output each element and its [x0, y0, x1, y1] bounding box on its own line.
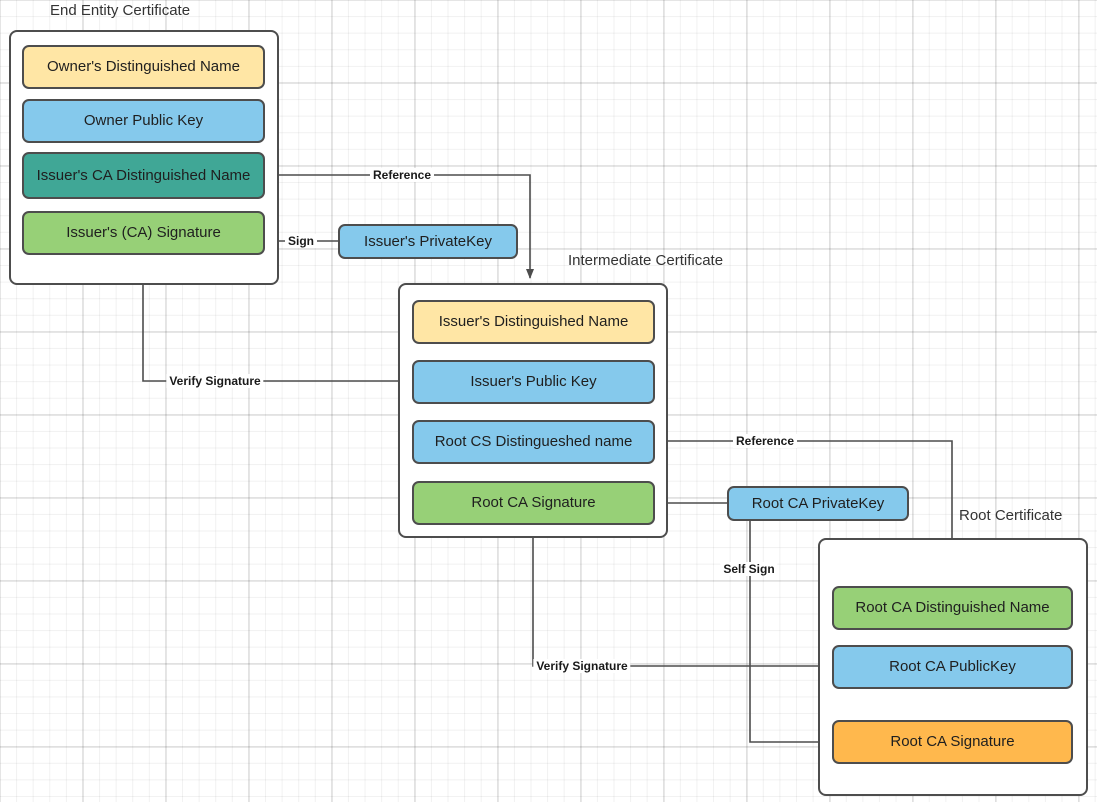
field-owner-distinguished-name[interactable]: Owner's Distinguished Name [22, 45, 265, 89]
field-issuer-ca-signature[interactable]: Issuer's (CA) Signature [22, 211, 265, 255]
field-issuers-distinguished-name[interactable]: Issuer's Distinguished Name [412, 300, 655, 344]
key-issuers-private-key[interactable]: Issuer's PrivateKey [338, 224, 518, 259]
edge-verify-signature-bottom [529, 527, 832, 667]
field-root-ca-signature-root[interactable]: Root CA Signature [832, 720, 1073, 764]
edge-label-self-sign: Self Sign [720, 562, 778, 576]
field-label: Owner Public Key [83, 112, 204, 129]
field-issuer-ca-distinguished-name[interactable]: Issuer's CA Distinguished Name [22, 152, 265, 199]
field-label: Issuer's Distinguished Name [438, 313, 629, 330]
key-root-ca-private-key[interactable]: Root CA PrivateKey [727, 486, 909, 521]
field-issuers-public-key[interactable]: Issuer's Public Key [412, 360, 655, 404]
field-label: Issuer's Public Key [470, 373, 597, 390]
edge-label-verify-signature-bottom: Verify Signature [533, 659, 631, 673]
field-root-ca-signature-intermediate[interactable]: Root CA Signature [412, 481, 655, 525]
field-label: Root CA Distinguished Name [855, 599, 1050, 616]
field-root-ca-public-key[interactable]: Root CA PublicKey [832, 645, 1073, 689]
key-label: Root CA PrivateKey [751, 494, 885, 512]
edge-label-reference-bottom: Reference [732, 434, 798, 448]
field-label: Root CA Signature [890, 733, 1015, 750]
intermediate-certificate-title: Intermediate Certificate [568, 252, 724, 269]
field-label: Root CA PublicKey [889, 658, 1016, 675]
edge-label-sign: Sign [285, 234, 317, 248]
field-label: Root CS Distingueshed name [434, 433, 633, 450]
field-owner-public-key[interactable]: Owner Public Key [22, 99, 265, 143]
edge-self-sign [749, 521, 829, 746]
field-label: Issuer's (CA) Signature [66, 224, 221, 241]
edge-label-verify-signature-top: Verify Signature [166, 374, 264, 388]
field-label: Root CA Signature [471, 494, 596, 511]
key-label: Issuer's PrivateKey [364, 232, 492, 250]
field-label: Issuer's CA Distinguished Name [36, 166, 251, 184]
field-label: Owner's Distinguished Name [47, 58, 240, 75]
root-certificate-title: Root Certificate [959, 507, 1063, 524]
field-root-cs-distinguished-name[interactable]: Root CS Distingueshed name [412, 420, 655, 464]
edge-label-reference-top: Reference [369, 168, 435, 182]
field-root-ca-distinguished-name[interactable]: Root CA Distinguished Name [832, 586, 1073, 630]
end-entity-certificate-title: End Entity Certificate [50, 2, 191, 19]
